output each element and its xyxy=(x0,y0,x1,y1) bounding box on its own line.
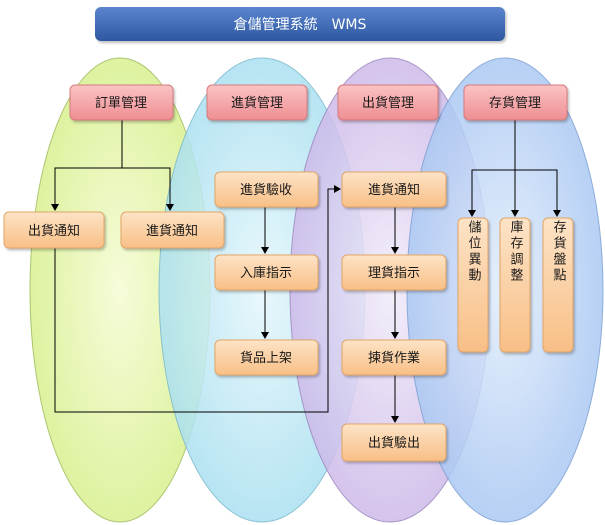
order-ship-notice: 出貨通知 xyxy=(3,211,105,249)
inbound-putaway-instruction-label: 入庫指示 xyxy=(240,266,292,281)
inventory-stock-count-label: 存貨盤點 xyxy=(551,220,567,284)
inventory-stock-adjust: 庫存調整 xyxy=(499,217,531,353)
outbound-ship-inspection: 出貨驗出 xyxy=(341,423,447,462)
outbound-ship-notice: 進貨通知 xyxy=(341,171,447,208)
inventory-location-change-label: 儲位異動 xyxy=(466,220,482,284)
order-ship-notice-label: 出貨通知 xyxy=(28,223,80,239)
connectors xyxy=(51,118,561,423)
inventory-stock-adjust-label: 庫存調整 xyxy=(508,220,524,284)
inbound-inspection-label: 進貨驗收 xyxy=(240,182,292,198)
outbound-ship-notice-label: 進貨通知 xyxy=(368,182,420,198)
title-text: 倉儲管理系統 WMS xyxy=(234,17,367,33)
module-inbound: 進貨管理 xyxy=(206,84,308,121)
inbound-shelving: 貨品上架 xyxy=(214,339,319,376)
module-outbound-label: 出貨管理 xyxy=(362,95,414,111)
title-bar: 倉儲管理系統 WMS xyxy=(95,7,505,41)
outbound-picking: 揀貨作業 xyxy=(341,339,447,376)
module-order-label: 訂單管理 xyxy=(95,95,147,111)
module-inventory-label: 存貨管理 xyxy=(489,95,541,111)
outbound-picking-label: 揀貨作業 xyxy=(368,350,420,366)
module-inbound-label: 進貨管理 xyxy=(231,95,283,111)
outbound-picking-instruction-label: 理貨指示 xyxy=(368,265,420,281)
inventory-location-change: 儲位異動 xyxy=(457,217,489,353)
order-receive-notice-label: 進貨通知 xyxy=(146,223,198,239)
order-receive-notice: 進貨通知 xyxy=(120,211,225,249)
inbound-shelving-label: 貨品上架 xyxy=(240,350,292,366)
inbound-putaway-instruction: 入庫指示 xyxy=(214,254,319,291)
module-inventory: 存貨管理 xyxy=(463,84,568,121)
inventory-stock-count: 存貨盤點 xyxy=(542,217,574,353)
outbound-picking-instruction: 理貨指示 xyxy=(341,254,447,291)
inbound-inspection: 進貨驗收 xyxy=(214,171,319,208)
module-outbound: 出貨管理 xyxy=(337,84,439,121)
module-order: 訂單管理 xyxy=(69,84,174,121)
outbound-ship-inspection-label: 出貨驗出 xyxy=(368,435,420,451)
